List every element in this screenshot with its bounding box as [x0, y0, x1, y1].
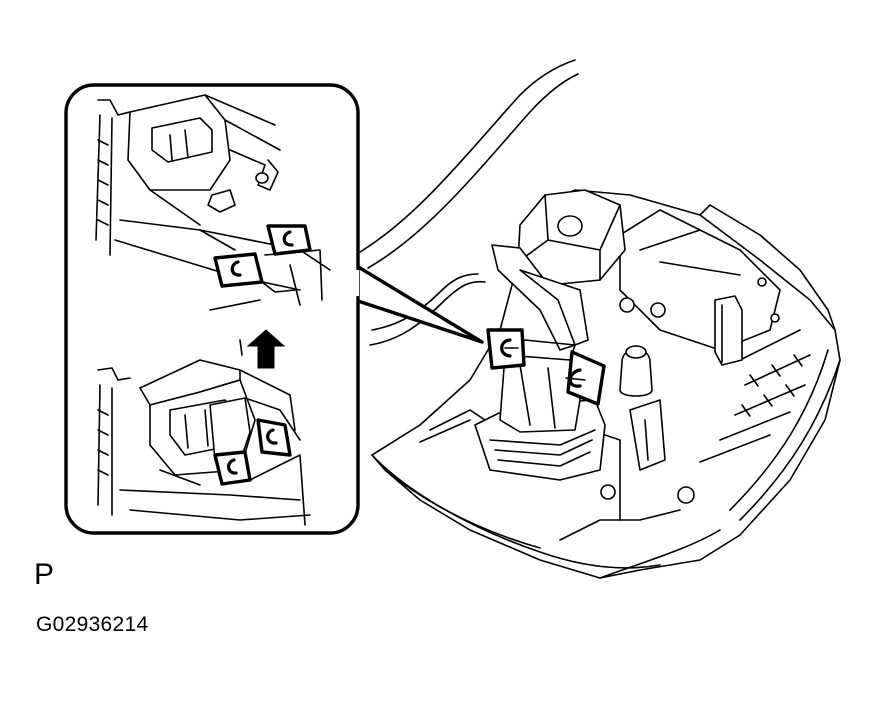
connector	[474, 339, 606, 481]
clip-right	[565, 350, 606, 406]
figure-code: G02936214	[36, 613, 149, 636]
view-label: P	[34, 558, 55, 591]
clip-left	[486, 328, 526, 370]
wire-harness	[359, 59, 579, 346]
arrow-up-icon	[246, 329, 286, 369]
inset-upper-view	[95, 94, 331, 311]
console-body	[371, 189, 841, 579]
inset-lower-view	[97, 339, 311, 526]
